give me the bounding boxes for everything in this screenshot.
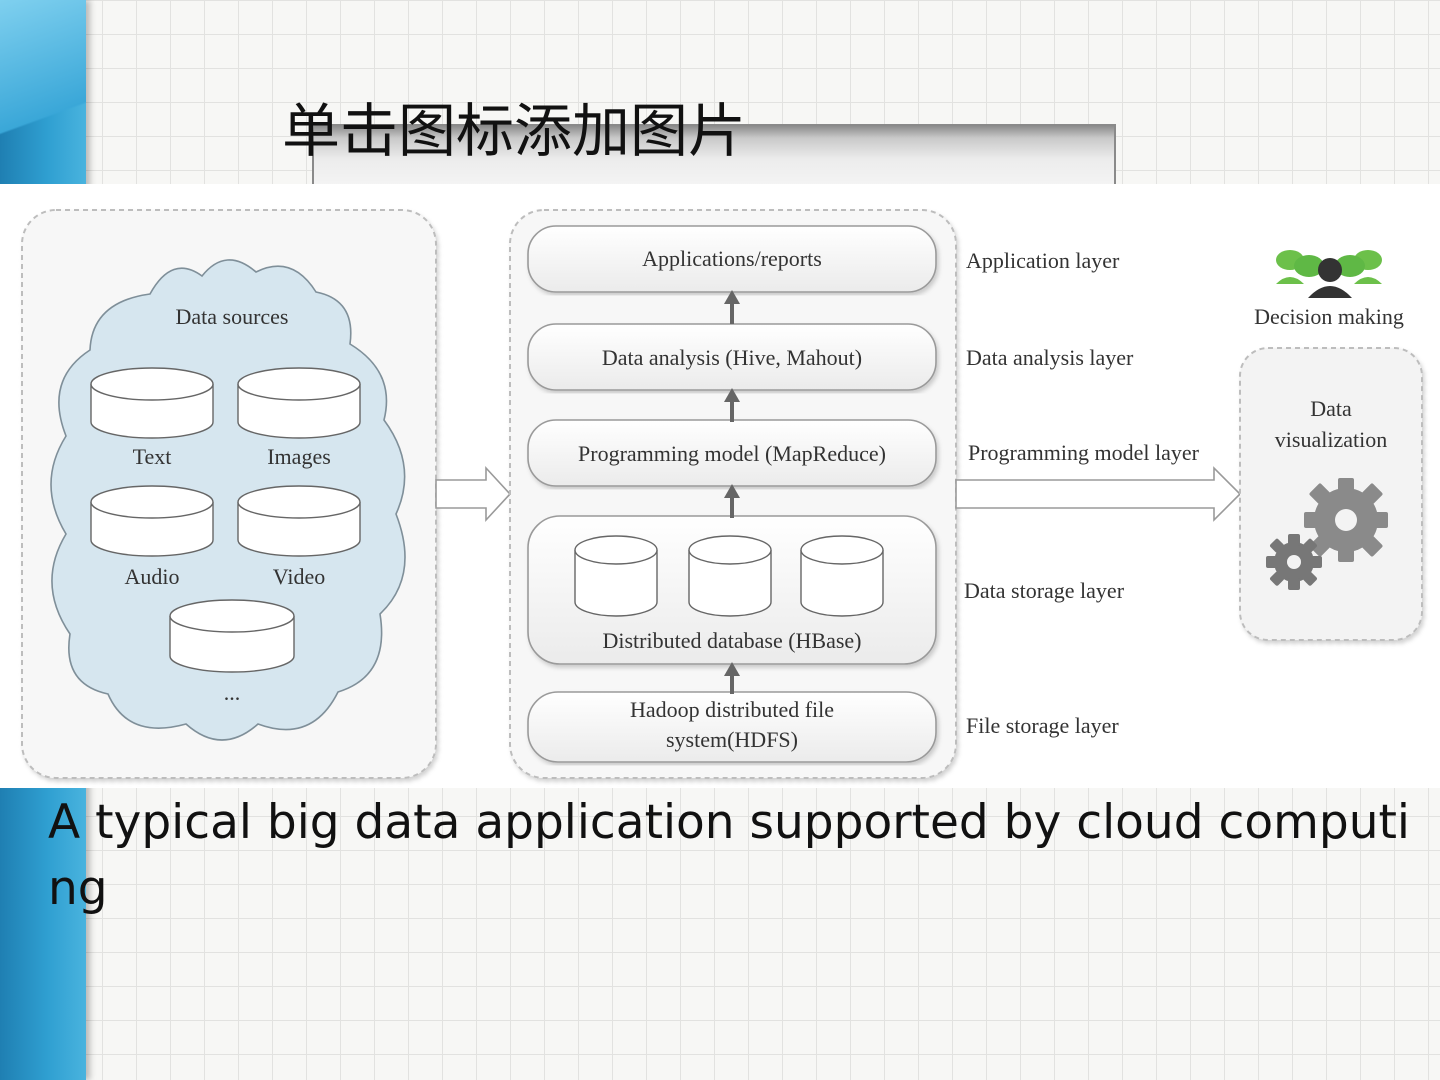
database-label: Distributed database (HBase) xyxy=(602,628,861,653)
up-arrow-icon xyxy=(724,388,740,422)
layer-label-analysis: Data analysis layer xyxy=(966,345,1134,370)
video-database-icon xyxy=(237,485,361,557)
source-label-text: Text xyxy=(133,444,172,469)
hdfs-label-line2: system(HDFS) xyxy=(666,727,798,752)
hbase-node-1-icon xyxy=(574,535,658,617)
up-arrow-icon xyxy=(724,290,740,324)
other-database-icon xyxy=(169,599,295,673)
side-swoosh xyxy=(0,0,86,190)
data-sources-title: Data sources xyxy=(175,304,288,329)
arrow-sources-to-stack xyxy=(435,465,512,523)
applications-label: Applications/reports xyxy=(642,246,822,271)
audio-database-icon xyxy=(90,485,214,557)
decision-making-label: Decision making xyxy=(1254,304,1404,329)
data-sources-panel: Data sources Text Images Audio Video xyxy=(21,209,437,779)
gears-icon xyxy=(1266,478,1388,590)
text-database-icon xyxy=(90,367,214,439)
up-arrow-icon xyxy=(724,484,740,518)
images-database-icon xyxy=(237,367,361,439)
layer-label-storage: Data storage layer xyxy=(964,578,1125,603)
visualization-label-line2: visualization xyxy=(1275,427,1387,452)
hbase-node-2-icon xyxy=(688,535,772,617)
source-label-audio: Audio xyxy=(125,564,180,589)
source-label-video: Video xyxy=(273,564,325,589)
visualization-label-line1: Data xyxy=(1310,396,1352,421)
layer-label-programming: Programming model layer xyxy=(968,440,1200,465)
arrow-stack-to-visualization xyxy=(955,466,1242,522)
slide-title[interactable]: 单击图标添加图片 xyxy=(282,97,747,165)
layer-label-application: Application layer xyxy=(966,248,1120,273)
hbase-node-3-icon xyxy=(800,535,884,617)
analysis-label: Data analysis (Hive, Mahout) xyxy=(602,345,862,370)
visualization-panel: Data visualization xyxy=(1239,347,1423,641)
architecture-diagram: Data sources Text Images Audio Video xyxy=(0,184,1440,788)
up-arrow-icon xyxy=(724,662,740,694)
title-decoration-bar xyxy=(312,124,1116,186)
figure-caption[interactable]: A typical big data application supported… xyxy=(48,795,1410,916)
source-label-images: Images xyxy=(267,444,331,469)
hdfs-label-line1: Hadoop distributed file xyxy=(630,697,834,722)
hadoop-stack-panel: Applications/reports Data analysis (Hive… xyxy=(509,209,957,779)
layer-label-file: File storage layer xyxy=(966,713,1119,738)
programming-label: Programming model (MapReduce) xyxy=(578,441,886,466)
source-label-more: ... xyxy=(224,680,241,705)
people-group-icon xyxy=(1276,250,1382,298)
